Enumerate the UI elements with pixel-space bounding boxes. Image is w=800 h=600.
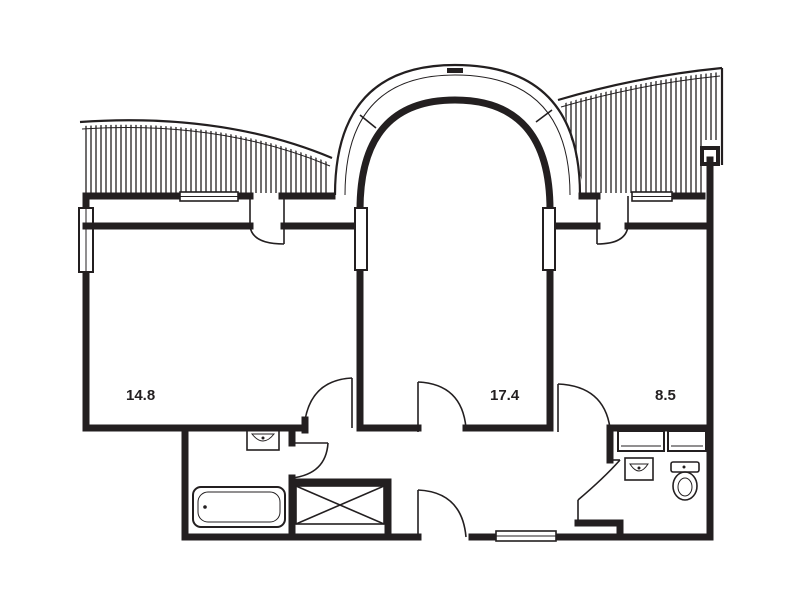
balcony-left xyxy=(79,119,333,193)
window-arch-left xyxy=(354,207,368,271)
room-area-bedroom-left: 14.8 xyxy=(126,387,155,404)
door-balcony-left xyxy=(249,196,285,245)
window-arch-right xyxy=(542,207,556,271)
storage-cabinet xyxy=(295,485,385,525)
door-entrance xyxy=(417,489,467,538)
balcony-right xyxy=(557,66,724,193)
toilet xyxy=(670,461,700,501)
bay-arch xyxy=(333,63,582,214)
sink-left xyxy=(246,427,280,451)
door-living-room xyxy=(417,381,467,432)
door-right-bedroom xyxy=(557,383,611,432)
washer-unit-1 xyxy=(617,430,665,452)
washer-unit-2 xyxy=(667,430,707,452)
bathtub xyxy=(192,486,286,528)
interior-walls xyxy=(82,206,714,541)
door-left-bathroom xyxy=(291,442,329,479)
door-right-bathroom xyxy=(577,459,621,523)
door-left-bedroom xyxy=(304,377,353,428)
window-left-wall xyxy=(78,207,94,273)
window-right-top xyxy=(631,191,673,202)
window-bottom xyxy=(495,530,557,542)
outer-walls xyxy=(82,146,720,541)
room-area-living: 17.4 xyxy=(490,387,520,404)
sink-right xyxy=(624,457,654,481)
room-area-bedroom-right: 8.5 xyxy=(655,387,676,404)
door-balcony-right xyxy=(596,196,629,245)
window-left-top xyxy=(179,191,239,202)
